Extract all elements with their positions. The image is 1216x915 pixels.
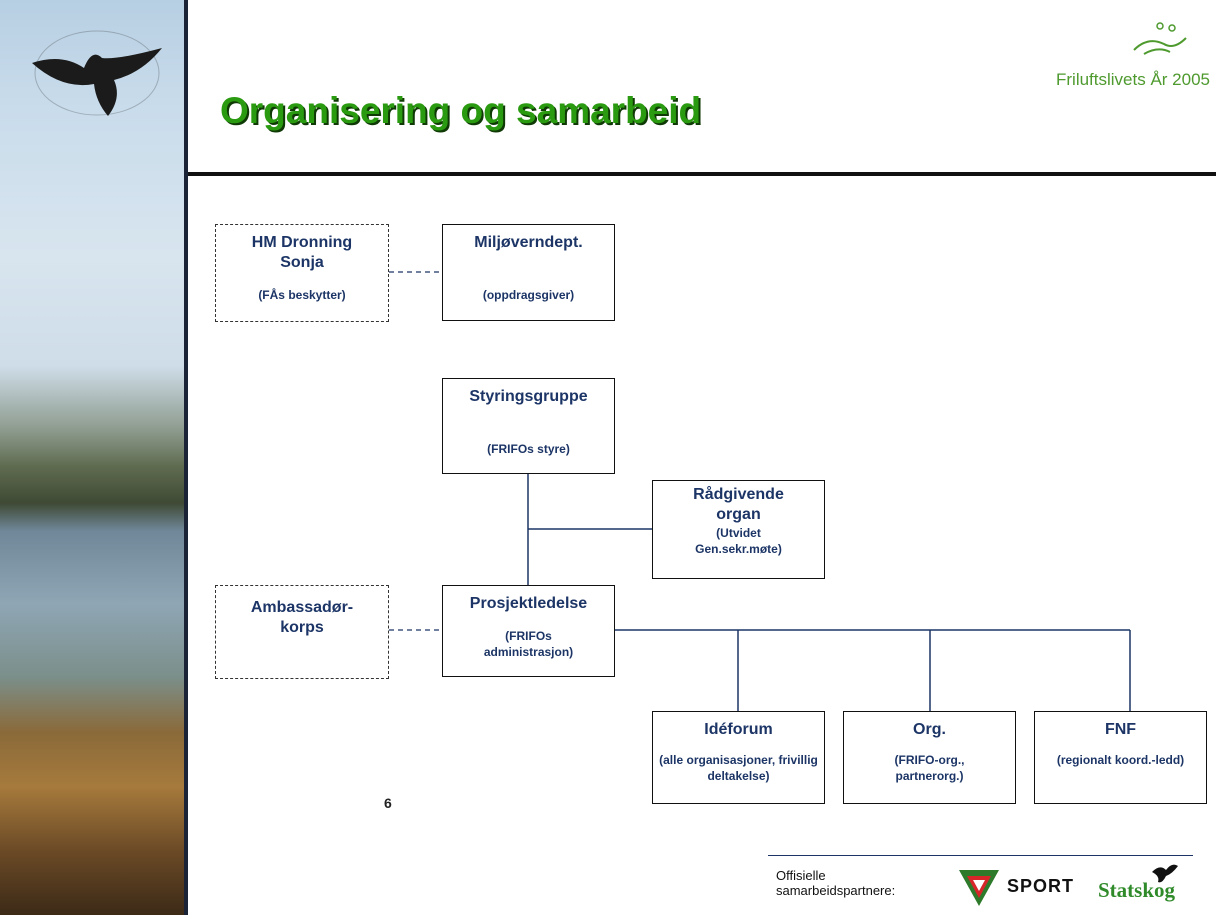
dashed-connectors bbox=[389, 271, 442, 631]
sport-logo-text: SPORT bbox=[1007, 876, 1075, 896]
node-subtitle: (alle organisasjoner, frivillig deltakel… bbox=[659, 753, 818, 783]
node-radgivende-organ: Rådgivende organ (Utvidet Gen.sekr.møte) bbox=[652, 480, 825, 579]
page-title: Organisering og samarbeid bbox=[220, 90, 702, 131]
node-title: Idéforum bbox=[704, 721, 773, 738]
solid-connectors bbox=[527, 474, 1131, 711]
node-ambassadorkorps: Ambassadør-korps bbox=[215, 585, 389, 679]
node-title: FNF bbox=[1104, 721, 1137, 738]
node-ideforum: Idéforum (alle organisasjoner, frivillig… bbox=[652, 711, 825, 804]
statskog-bird-icon bbox=[1152, 864, 1178, 883]
node-subtitle: (FÅs beskytter) bbox=[258, 288, 346, 302]
partners-label: Offisielle samarbeidspartnere: bbox=[776, 868, 896, 898]
header-rule bbox=[188, 172, 1216, 176]
eagle-logo-icon bbox=[32, 30, 162, 116]
node-subtitle: (FRIFOs styre) bbox=[487, 442, 570, 456]
node-title: Ambassadør-korps bbox=[250, 599, 354, 636]
node-prosjektledelse: Prosjektledelse (FRIFOs administrasjon) bbox=[442, 585, 615, 677]
node-title: Rådgivende organ bbox=[693, 486, 784, 523]
node-title: Styringsgruppe bbox=[469, 388, 588, 405]
node-subtitle: (Utvidet Gen.sekr.møte) bbox=[695, 526, 782, 556]
node-subtitle: (FRIFOs administrasjon) bbox=[483, 629, 574, 659]
brand-logo: Friluftslivets År 2005 bbox=[1000, 20, 1210, 100]
node-subtitle: (regionalt koord.-ledd) bbox=[1056, 753, 1185, 767]
sport-triangle-icon bbox=[959, 870, 999, 906]
node-miljoverndept: Miljøverndept. (oppdragsgiver) bbox=[442, 224, 615, 321]
node-styringsgruppe: Styringsgruppe (FRIFOs styre) bbox=[442, 378, 615, 474]
node-org: Org. (FRIFO-org., partnerorg.) bbox=[843, 711, 1016, 804]
node-title: Miljøverndept. bbox=[474, 234, 583, 251]
page-number: 6 bbox=[384, 795, 392, 811]
node-title: HM Dronning Sonja bbox=[251, 234, 353, 271]
node-subtitle: (oppdragsgiver) bbox=[482, 288, 575, 302]
node-fnf: FNF (regionalt koord.-ledd) bbox=[1034, 711, 1207, 804]
node-subtitle: (FRIFO-org., partnerorg.) bbox=[894, 753, 965, 783]
partners-rule bbox=[768, 855, 1193, 856]
node-title: Org. bbox=[913, 721, 946, 738]
landscape-sidebar bbox=[0, 0, 184, 915]
sidebar-separator bbox=[184, 0, 188, 915]
statskog-logo-text: Statskog bbox=[1098, 878, 1176, 902]
node-hm-dronning-sonja: HM Dronning Sonja (FÅs beskytter) bbox=[215, 224, 389, 322]
leaping-figure-icon bbox=[1133, 22, 1187, 55]
brand-name: Friluftslivets År 2005 bbox=[1056, 70, 1210, 89]
node-title: Prosjektledelse bbox=[469, 595, 588, 612]
